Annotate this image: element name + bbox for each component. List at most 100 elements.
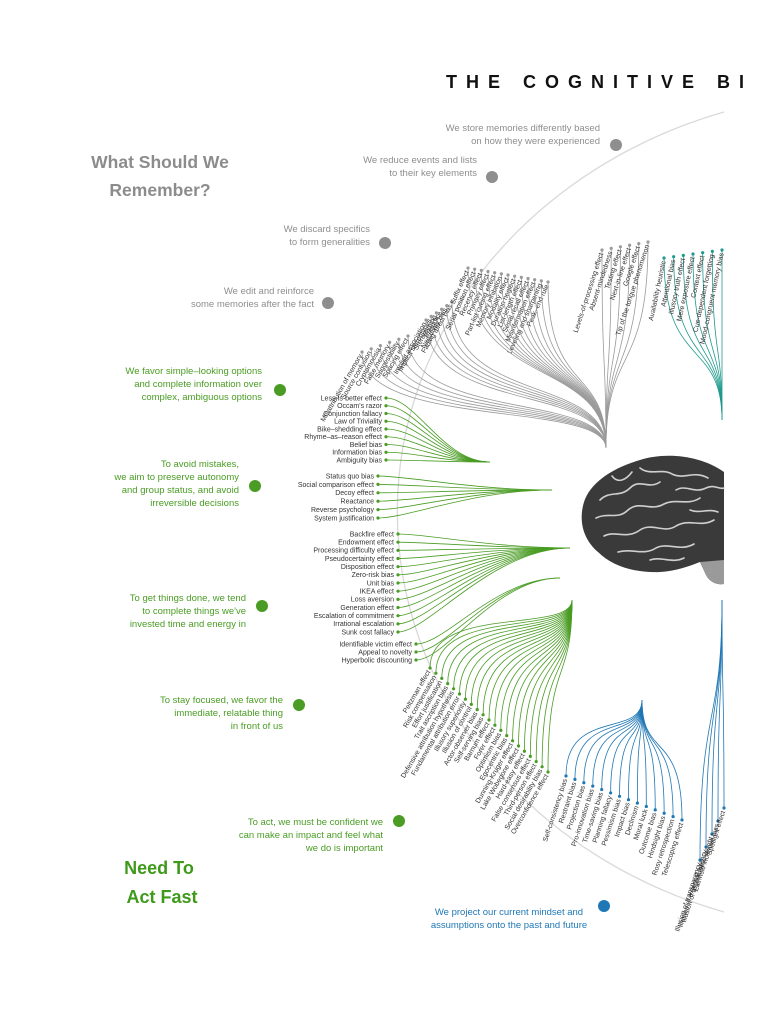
branch-line (370, 348, 607, 449)
leaf-label: System justification (314, 515, 374, 522)
leaf-node (540, 765, 544, 769)
leaf-label: Less-is-better effect (321, 395, 382, 402)
branch-line (441, 309, 607, 449)
leaf-node (722, 806, 726, 810)
branch-line (711, 251, 723, 421)
branch-gray-store: Levels-of-processing effectAbsent-minded… (573, 240, 651, 449)
ring-node (393, 815, 405, 827)
leaf-node (369, 347, 373, 351)
leaf-node (546, 770, 550, 774)
leaf-node (473, 267, 477, 271)
caption-line: some memories after the fact (191, 299, 314, 310)
leaf-node (396, 614, 400, 618)
branch-line (377, 489, 553, 519)
leaf-node (466, 266, 470, 270)
leaf-label: Pseudocertainty effect (325, 556, 394, 563)
caption-line: To stay focused, we favor the (160, 695, 283, 706)
caption-line: on how they were experienced (471, 136, 600, 147)
leaf-label: Spotlight effect (706, 810, 727, 856)
leaf-node (505, 734, 509, 738)
leaf-node (617, 794, 622, 798)
leaf-node (573, 777, 577, 781)
leaf-node (493, 271, 497, 275)
leaf-node (384, 427, 388, 431)
leaf-node (662, 811, 666, 815)
leaf-node (414, 642, 418, 646)
branch-line (601, 249, 607, 449)
ring-node (610, 139, 622, 151)
leaf-node (446, 682, 450, 686)
leaf-label: Zero-risk bias (352, 572, 395, 579)
caption-stay-focused: To stay focused, we favor the immediate, … (160, 695, 283, 732)
leaf-node (396, 589, 400, 593)
branch-line (429, 599, 573, 669)
leaf-node (396, 565, 400, 569)
leaf-node (434, 671, 438, 675)
caption-line: We reduce events and lists (363, 155, 477, 166)
leaf-node (457, 692, 462, 696)
branch-line (389, 342, 607, 449)
leaf-label: Law of Triviality (334, 419, 382, 426)
leaf-node (428, 666, 432, 670)
caption-line: can make an impact and feel what (239, 830, 384, 841)
caption-line: we do is important (305, 843, 383, 854)
leaf-node (499, 272, 503, 276)
leaf-node (681, 253, 685, 257)
branch-line (470, 599, 573, 705)
leaf-node (499, 728, 503, 733)
branch-line (459, 599, 573, 695)
leaf-label: Escalation of commitment (314, 613, 394, 620)
leaf-node (626, 798, 631, 802)
outer-ring (396, 111, 725, 913)
branch-line (494, 599, 573, 726)
branch-line (385, 413, 491, 463)
leaf-node (671, 815, 675, 819)
branch-line (565, 699, 643, 777)
leaf-node (376, 474, 380, 478)
leaf-node (450, 300, 454, 304)
leaf-label: Appeal to novelty (358, 649, 412, 656)
category-act-fast-line2: Act Fast (126, 887, 197, 907)
caption-line: in front of us (231, 721, 284, 732)
caption-line: We discard specifics (284, 224, 371, 235)
leaf-node (528, 754, 532, 759)
branch-line (547, 599, 573, 773)
branch-line (425, 319, 607, 449)
branch-line (482, 599, 573, 715)
leaf-label: Ambiguity bias (336, 457, 382, 464)
branch-line (663, 257, 723, 421)
caption-line: assumptions onto the past and future (431, 920, 587, 931)
leaf-node (445, 304, 449, 308)
leaf-label: Sunk cost fallacy (341, 629, 394, 636)
ring-node (249, 480, 261, 492)
leaf-node (618, 245, 623, 249)
leaf-node (384, 419, 388, 423)
leaf-node (384, 442, 388, 447)
brain-icon (581, 455, 725, 585)
leaf-label: Irrational escalation (333, 621, 394, 628)
leaf-label: Unit bias (367, 580, 395, 587)
leaf-label: Endowment effect (338, 540, 394, 547)
leaf-label: Status quo bias (326, 473, 375, 480)
leaf-label: Loss aversion (351, 597, 394, 604)
branch-line (398, 339, 607, 449)
leaf-node (434, 311, 438, 315)
caption-line: immediate, relatable thing (174, 708, 283, 719)
branch-line (430, 316, 607, 449)
leaf-node (414, 658, 418, 662)
ring-node (293, 699, 305, 711)
leaf-node (534, 760, 538, 764)
branch-line (702, 252, 723, 421)
branch-line (641, 699, 656, 810)
branch-line (721, 599, 725, 809)
